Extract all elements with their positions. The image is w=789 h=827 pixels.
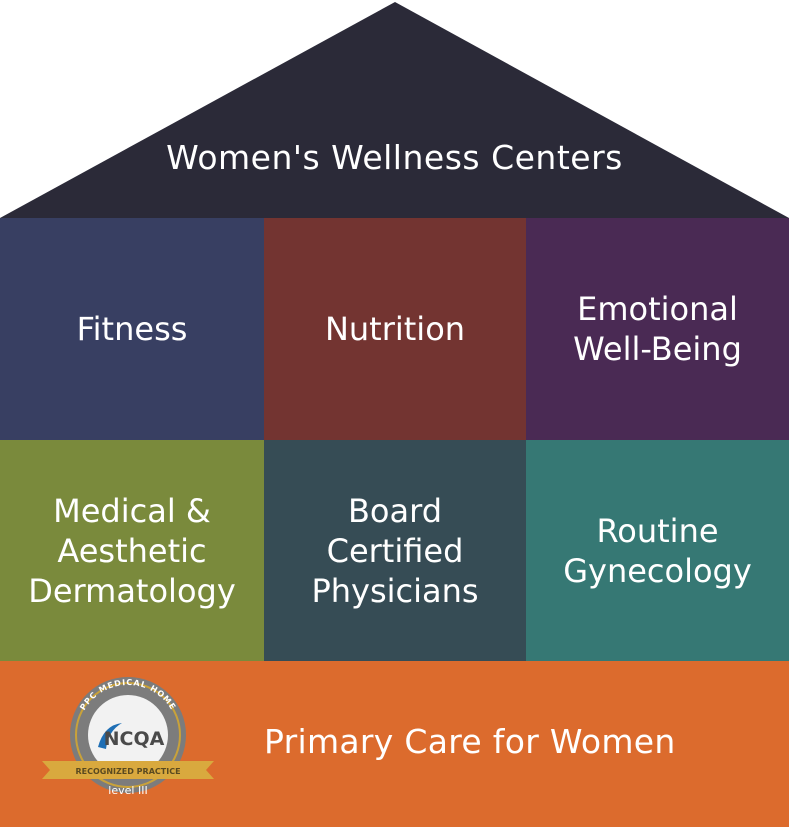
seal-gold-ring xyxy=(75,682,181,788)
cell-emotional-line-1: Emotional xyxy=(577,290,738,328)
swoosh-icon xyxy=(98,723,122,749)
cell-physicians-line-1: Board xyxy=(347,491,443,530)
cell-dermatology-line-1: Medical & xyxy=(53,491,211,530)
cell-gynecology-line-2: Gynecology xyxy=(563,551,752,590)
cell-nutrition-line-1: Nutrition xyxy=(324,310,466,348)
roof-title: Women's Wellness Centers xyxy=(166,138,623,177)
seal-brand: NCQA xyxy=(104,728,165,750)
seal-inner xyxy=(88,695,168,775)
cell-emotional-well-being: Emotional Well-Being xyxy=(526,218,789,440)
base-title: Primary Care for Women xyxy=(264,722,676,761)
cell-nutrition: Nutrition xyxy=(264,218,526,440)
cell-physicians-line-2: Certified xyxy=(326,531,464,570)
cell-dermatology: Medical & Aesthetic Dermatology xyxy=(0,440,264,661)
seal-ribbon xyxy=(42,761,214,779)
cell-gynecology: Routine Gynecology xyxy=(526,440,789,661)
cell-fitness: Fitness xyxy=(0,218,264,440)
cell-emotional-line-2: Well-Being xyxy=(573,330,742,368)
roof-triangle xyxy=(0,2,789,218)
cell-dermatology-line-2: Aesthetic xyxy=(57,531,207,570)
house-roof xyxy=(0,2,789,218)
cell-physicians-line-3: Physicians xyxy=(311,571,479,610)
cell-physicians: Board Certified Physicians xyxy=(264,440,526,661)
cell-dermatology-line-3: Dermatology xyxy=(28,571,236,610)
cell-gynecology-line-1: Routine xyxy=(596,511,719,550)
ncqa-seal: PPC MEDICAL HOME NCQA RECOGNIZED PRACTIC… xyxy=(42,677,214,797)
seal-level: level III xyxy=(108,784,147,797)
cell-fitness-line-1: Fitness xyxy=(76,310,188,348)
seal-ribbon-text: RECOGNIZED PRACTICE xyxy=(75,767,180,776)
